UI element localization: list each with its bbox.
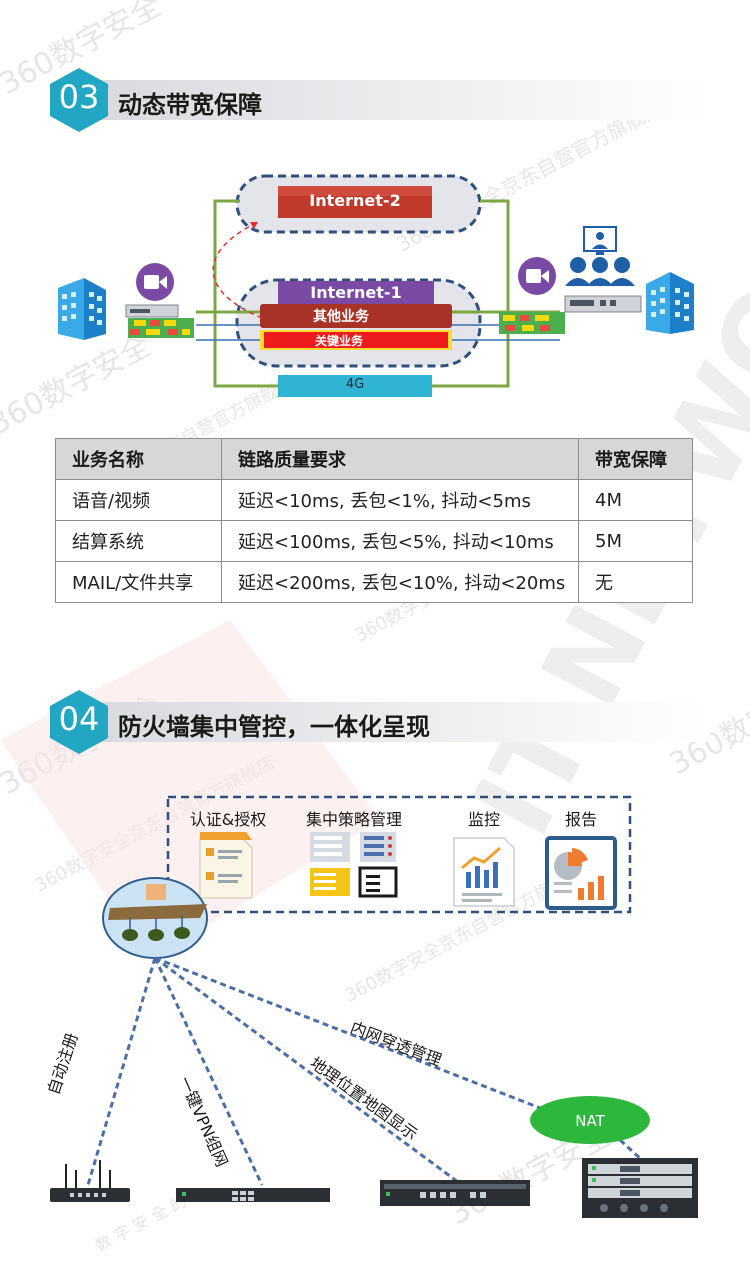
table-cell: 语音/视频: [55, 479, 222, 521]
internet1-bar: [278, 281, 434, 307]
hexagon-icon: [50, 690, 108, 754]
other-services-bar: [260, 304, 452, 328]
chassis-icon: [582, 1158, 698, 1218]
internet2-label: Internet-2: [309, 191, 401, 210]
failover-arrow: [212, 221, 263, 319]
section-04-header: 04 防火墙集中管控，一体化呈现: [50, 690, 710, 754]
section-number: 04: [58, 700, 100, 738]
qos-table: 业务名称 链路质量要求 带宽保障 语音/视频 延迟<10ms, 丢包<1%, 抖…: [55, 438, 693, 603]
table-header-row: 业务名称 链路质量要求 带宽保障: [55, 438, 693, 480]
nat-label: NAT: [575, 1112, 605, 1130]
section-title-bar: [90, 702, 710, 742]
table-row: MAIL/文件共享 延迟<200ms, 丢包<10%, 抖动<20ms 无: [55, 561, 693, 603]
switch-icon: [176, 1188, 330, 1202]
table-cell: 4M: [578, 479, 693, 521]
section-03-header: 03 动态带宽保障: [50, 68, 710, 132]
dashed-links: [86, 956, 644, 1186]
internet1-label: Internet-1: [310, 283, 402, 302]
video-camera-icon: [518, 257, 556, 295]
table-header: 业务名称: [55, 438, 222, 480]
key-services-label: 关键业务: [314, 334, 363, 348]
table-cell: 结算系统: [55, 520, 222, 562]
feature-label-monitor: 监控: [467, 810, 500, 829]
section-title: 防火墙集中管控，一体化呈现: [118, 713, 430, 741]
table-cell: 无: [578, 561, 693, 603]
green-link: [480, 199, 510, 318]
green-link: [213, 320, 278, 388]
building-icon: [58, 278, 106, 340]
table-header: 链路质量要求: [221, 438, 579, 480]
section-title-bar: [90, 80, 710, 120]
table-cell: 延迟<10ms, 丢包<1%, 抖动<5ms: [221, 479, 579, 521]
report-chart-icon: [545, 836, 617, 910]
wireless-router-icon: [50, 1160, 130, 1202]
firewall-icon: [380, 1180, 530, 1206]
link-4g-bar: [278, 375, 432, 397]
traffic-blocks: [128, 318, 194, 338]
table-cell: MAIL/文件共享: [55, 561, 222, 603]
video-camera-icon: [136, 263, 174, 301]
monitor-chart-icon: [453, 837, 515, 907]
dynamic-bandwidth-diagram: [58, 174, 694, 397]
section-title: 动态带宽保障: [118, 91, 262, 119]
link-4g-label: 4G: [345, 377, 365, 392]
auth-doc-icon: [199, 832, 253, 899]
green-link: [213, 199, 240, 320]
router-icon: [125, 304, 179, 318]
router-icon: [564, 295, 642, 313]
policy-list-icon: [310, 832, 398, 898]
table-cell: 延迟<200ms, 丢包<10%, 抖动<20ms: [221, 561, 579, 603]
hexagon-icon: [50, 68, 108, 132]
feature-box: [166, 795, 632, 914]
table-cell: 延迟<100ms, 丢包<5%, 抖动<10ms: [221, 520, 579, 562]
other-services-label: 其他业务: [313, 309, 369, 325]
users-icon: [565, 257, 635, 286]
table-header: 带宽保障: [578, 438, 693, 480]
traffic-blocks: [499, 312, 565, 334]
nat-ellipse: [530, 1096, 650, 1144]
feature-label-policy: 集中策略管理: [305, 810, 402, 829]
feature-label-auth: 认证&授权: [189, 810, 267, 829]
management-hub-icon: [102, 877, 208, 959]
monitor-user-icon: [583, 226, 617, 255]
building-icon: [646, 272, 694, 334]
section-number: 03: [58, 78, 100, 116]
table-row: 语音/视频 延迟<10ms, 丢包<1%, 抖动<5ms 4M: [55, 479, 693, 521]
feature-label-report: 报告: [564, 810, 597, 829]
table-cell: 5M: [578, 520, 693, 562]
table-row: 结算系统 延迟<100ms, 丢包<5%, 抖动<10ms 5M: [55, 520, 693, 562]
